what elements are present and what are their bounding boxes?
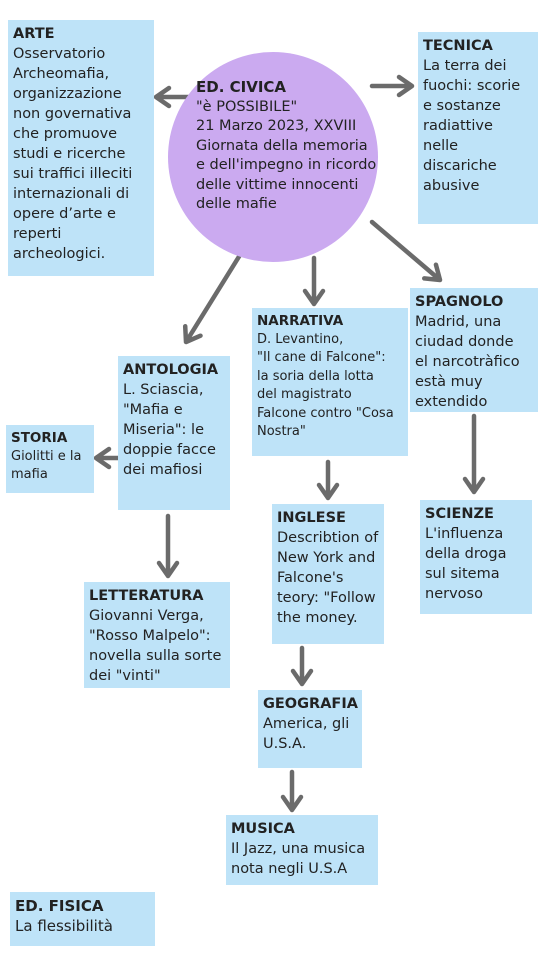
arrow-civica-narrativa [302,255,326,307]
node-antologia: ANTOLOGIA L. Sciascia, "Mafia e Miseria"… [118,356,230,510]
node-inglese: INGLESE Describtion of New York and Falc… [272,504,384,644]
arrow-geografia-musica [280,769,304,813]
node-arte-text: Osservatorio Archeomafia, organizzazione… [13,46,133,262]
node-letteratura-title: LETTERATURA [89,588,204,604]
node-tecnica: TECNICA La terra dei fuochi: scorie e so… [418,32,538,224]
node-geografia: GEOGRAFIA America, gli U.S.A. [258,690,362,768]
node-antologia-text: L. Sciascia, "Mafia e Miseria": le doppi… [123,382,216,478]
node-scienze-title: SCIENZE [425,506,494,522]
node-ed-civica: ED. CIVICA "è POSSIBILE" 21 Marzo 2023, … [168,52,378,262]
node-ed-civica-title: ED. CIVICA [196,78,287,96]
node-arte-title: ARTE [13,26,55,42]
node-inglese-text: Describtion of New York and Falcone's te… [277,530,379,626]
node-ed-fisica-text: La flessibilità [15,917,113,935]
arrow-inglese-geografia [290,645,314,687]
node-geografia-title: GEOGRAFIA [263,696,358,712]
node-musica-title: MUSICA [231,821,295,837]
node-tecnica-text: La terra dei fuochi: scorie e sostanze r… [423,58,521,194]
arrow-civica-tecnica [369,74,415,98]
node-geografia-text: America, gli U.S.A. [263,716,350,752]
node-ed-civica-text: "è POSSIBILE" 21 Marzo 2023, XXVIII Gior… [196,98,377,213]
arrow-narrativa-inglese [316,459,340,501]
node-tecnica-title: TECNICA [423,38,493,54]
node-storia-title: STORIA [11,430,68,446]
arrow-civica-spagnolo [369,219,443,283]
arrow-civica-antologia [182,252,243,345]
node-ed-fisica-title: ED. FISICA [15,897,104,915]
arrow-antologia-letteratura [156,513,180,579]
node-narrativa: NARRATIVA D. Levantino, "Il cane di Falc… [252,308,408,456]
arrow-spagnolo-scienze [462,413,486,495]
node-inglese-title: INGLESE [277,510,346,526]
node-letteratura-text: Giovanni Verga, "Rosso Malpelo": novella… [89,608,222,684]
node-storia: STORIA Giolitti e la mafia [6,425,94,493]
node-spagnolo-title: SPAGNOLO [415,294,504,310]
node-letteratura: LETTERATURA Giovanni Verga, "Rosso Malpe… [84,582,230,688]
node-storia-text: Giolitti e la mafia [11,448,82,483]
node-spagnolo-text: Madrid, una ciudad donde el narcotràfico… [415,314,520,410]
node-musica: MUSICA Il Jazz, una musica nota negli U.… [226,815,378,885]
node-arte: ARTE Osservatorio Archeomafia, organizza… [8,20,154,276]
node-narrativa-text: D. Levantino, "Il cane di Falcone": la s… [257,331,394,440]
node-spagnolo: SPAGNOLO Madrid, una ciudad donde el nar… [410,288,538,412]
node-antologia-title: ANTOLOGIA [123,362,219,378]
node-ed-fisica: ED. FISICA La flessibilità [10,892,155,946]
node-scienze: SCIENZE L'influenza della droga sul site… [420,500,532,614]
node-musica-text: Il Jazz, una musica nota negli U.S.A [231,841,366,877]
node-scienze-text: L'influenza della droga sul sitema nervo… [425,526,507,602]
node-narrativa-title: NARRATIVA [257,313,344,329]
